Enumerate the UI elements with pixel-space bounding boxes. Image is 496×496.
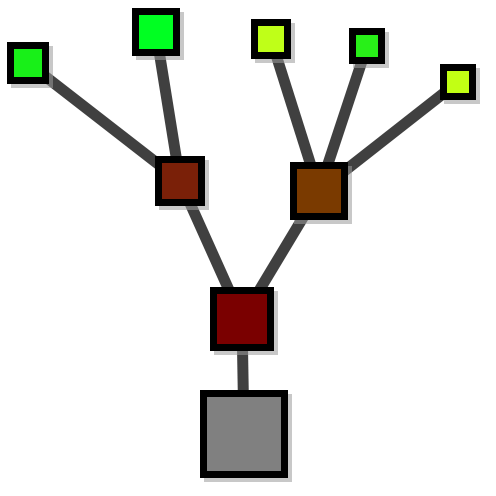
node-leaf-lime-right	[440, 64, 480, 104]
node-fill	[447, 71, 469, 93]
edge-branch-left-brown-to-leaf-green-far-left	[24, 58, 184, 186]
node-leaf-green-small	[349, 28, 389, 68]
node-fill	[217, 294, 267, 344]
node-fill	[207, 397, 281, 471]
edges-layer	[24, 31, 462, 435]
node-fill	[258, 26, 284, 52]
node-leaf-lime-middle	[251, 19, 295, 63]
node-fill	[139, 15, 173, 49]
node-trunk-dark-red	[210, 287, 278, 355]
node-fill	[297, 169, 341, 213]
node-leaf-green-top	[132, 8, 184, 60]
node-branch-right-brown	[290, 162, 352, 224]
node-leaf-green-far-left	[7, 42, 53, 88]
node-fill	[14, 49, 42, 77]
node-fill	[356, 35, 378, 57]
node-branch-left-brown	[155, 156, 209, 210]
node-fill	[162, 163, 198, 199]
node-root-gray	[200, 390, 292, 482]
nodes-layer	[7, 8, 480, 482]
